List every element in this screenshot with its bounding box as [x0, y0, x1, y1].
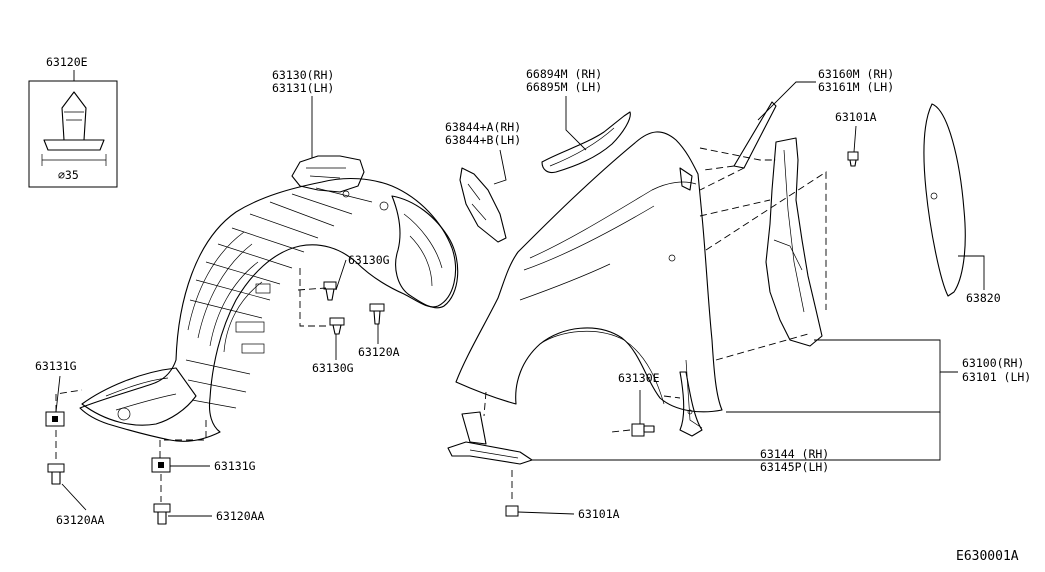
label-63120a: 63120A: [358, 345, 400, 359]
bracket-63144: [447, 411, 533, 465]
insulator-63160m: [733, 101, 777, 169]
label-66895m: 66895M (LH): [526, 80, 602, 94]
label-63844b: 63844+B(LH): [445, 133, 521, 147]
label-63145p-lh: 63145P(LH): [760, 460, 829, 474]
label-63131g-mid: 63131G: [214, 459, 256, 473]
clip-63101a-bottom-icon: [505, 505, 519, 517]
label-63130g-upper: 63130G: [348, 253, 390, 267]
label-66894m: 66894M (RH): [526, 67, 602, 81]
label-63144-rh: 63144 (RH): [760, 447, 829, 461]
bolt-63120aa-mid-icon: [153, 503, 171, 525]
nut-63131g-mid-icon: [151, 457, 171, 473]
clip-63130e-icon: [631, 423, 655, 437]
label-63131g-left: 63131G: [35, 359, 77, 373]
label-63120aa-mid: 63120AA: [216, 509, 265, 523]
label-63100-rh: 63100(RH): [962, 356, 1024, 370]
detail-box-63120e: 63120E ⌀35: [28, 55, 118, 188]
screw-63120a-icon: [369, 303, 385, 325]
wheel-house-liner: [79, 155, 459, 442]
diagram-code: E630001A: [956, 549, 1019, 564]
bolt-63120aa-left-icon: [47, 463, 65, 485]
nut-63131g-left-icon: [45, 411, 65, 427]
gusset-63844: [459, 167, 507, 243]
clip-63130g-lower-icon: [329, 317, 345, 335]
label-63160m: 63160M (RH): [818, 67, 894, 81]
label-63101-lh: 63101 (LH): [962, 370, 1031, 384]
label-63101a-bottom: 63101A: [578, 507, 620, 521]
label-63844a: 63844+A(RH): [445, 120, 521, 134]
label-63161m: 63161M (LH): [818, 80, 894, 94]
fender-bracket-pillar: [765, 137, 823, 347]
protector-63820: [923, 103, 966, 297]
front-fender: [455, 131, 723, 437]
label-63101a-top: 63101A: [835, 110, 877, 124]
label-63130-rh: 63130(RH): [272, 68, 334, 82]
label-63820: 63820: [966, 291, 1001, 305]
seal-66894m: [541, 111, 631, 174]
clip-63130g-upper-icon: [323, 281, 337, 301]
label-63130e: 63130E: [618, 371, 660, 385]
detail-box-dimension: ⌀35: [58, 168, 79, 182]
label-63130g-lower: 63130G: [312, 361, 354, 375]
label-63120aa-left: 63120AA: [56, 513, 105, 527]
clip-rivet-icon: [41, 91, 107, 166]
clip-63101a-top-icon: [847, 151, 859, 167]
label-63131-lh: 63131(LH): [272, 81, 334, 95]
detail-box-part-number: 63120E: [46, 55, 88, 69]
